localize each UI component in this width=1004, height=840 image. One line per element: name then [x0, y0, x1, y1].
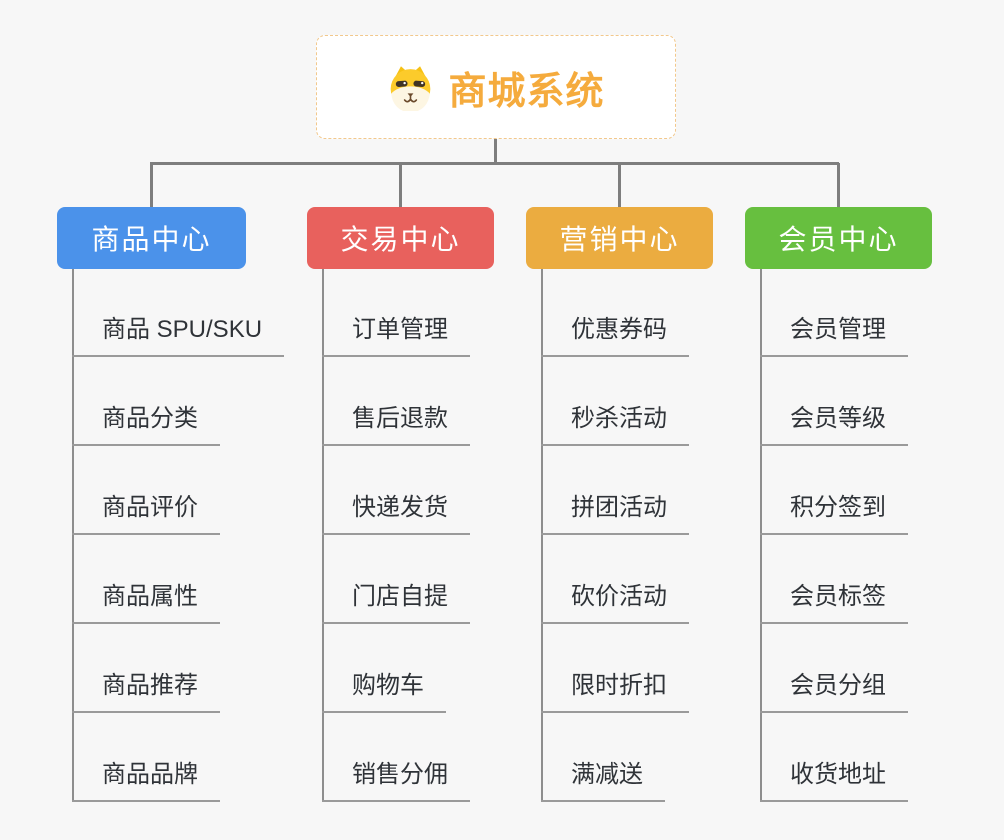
- leaf-node[interactable]: 商品分类: [72, 402, 220, 446]
- leaf-node[interactable]: 购物车: [322, 669, 446, 713]
- leaf-node[interactable]: 商品 SPU/SKU: [72, 313, 285, 357]
- root-title: 商城系统: [448, 70, 605, 113]
- branch-header-marketing[interactable]: 营销中心: [526, 207, 713, 269]
- leaf-node[interactable]: 收货地址: [760, 758, 908, 802]
- leaf-node[interactable]: 积分签到: [760, 491, 908, 535]
- drop-line-goods: [150, 163, 153, 208]
- leaf-node[interactable]: 商品品牌: [72, 758, 220, 802]
- leaf-node[interactable]: 商品评价: [72, 491, 220, 535]
- dog-face-icon: [391, 65, 431, 111]
- leaf-node[interactable]: 满减送: [541, 758, 665, 802]
- leaf-node[interactable]: 优惠券码: [541, 313, 689, 357]
- leaf-node[interactable]: 会员管理: [760, 313, 908, 357]
- leaf-node[interactable]: 会员等级: [760, 402, 908, 446]
- leaf-node[interactable]: 会员标签: [760, 580, 908, 624]
- branch-header-trade[interactable]: 交易中心: [307, 207, 494, 269]
- branch-bus-line: [150, 162, 839, 165]
- leaf-node[interactable]: 销售分佣: [322, 758, 470, 802]
- leaf-node[interactable]: 拼团活动: [541, 491, 689, 535]
- leaf-node[interactable]: 门店自提: [322, 580, 470, 624]
- drop-line-trade: [399, 163, 402, 208]
- branch-header-member[interactable]: 会员中心: [745, 207, 932, 269]
- leaf-node[interactable]: 商品推荐: [72, 669, 220, 713]
- leaf-node[interactable]: 快递发货: [322, 491, 470, 535]
- drop-line-marketing: [618, 163, 621, 208]
- root-node[interactable]: 商城系统: [316, 35, 676, 139]
- leaf-node[interactable]: 秒杀活动: [541, 402, 689, 446]
- leaf-node[interactable]: 售后退款: [322, 402, 470, 446]
- branch-header-goods[interactable]: 商品中心: [57, 207, 246, 269]
- leaf-node[interactable]: 订单管理: [322, 313, 470, 357]
- leaf-node[interactable]: 砍价活动: [541, 580, 689, 624]
- drop-line-member: [837, 163, 840, 208]
- leaf-node[interactable]: 限时折扣: [541, 669, 689, 713]
- root-connector-line: [494, 139, 497, 165]
- leaf-node[interactable]: 会员分组: [760, 669, 908, 713]
- leaf-node[interactable]: 商品属性: [72, 580, 220, 624]
